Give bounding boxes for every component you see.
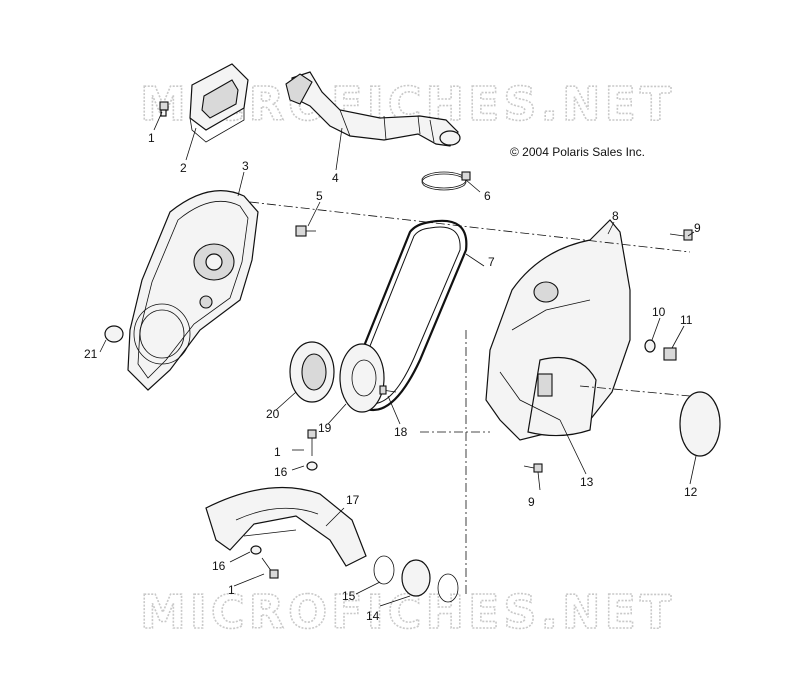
callout-8: 8 <box>612 209 619 223</box>
leader-lines <box>99 111 697 607</box>
assembly-line-right <box>579 385 691 397</box>
callout-21: 21 <box>84 347 98 361</box>
callout-1-middle: 1 <box>274 445 281 459</box>
part-boot-14 <box>401 559 431 597</box>
part-duct-boot <box>189 63 249 143</box>
part-clamp-15-left <box>373 555 395 585</box>
callout-16-middle: 16 <box>274 465 288 479</box>
part-bolt-9-top <box>669 229 693 241</box>
part-inner-cover <box>127 190 259 391</box>
part-nut-11 <box>663 347 677 361</box>
callout-1-top: 1 <box>148 131 155 145</box>
callout-6: 6 <box>484 189 491 203</box>
part-bolt-5 <box>295 225 316 237</box>
callout-15: 15 <box>342 589 356 603</box>
callout-10: 10 <box>652 305 666 319</box>
part-gasket-12 <box>679 391 721 457</box>
copyright-text: © 2004 Polaris Sales Inc. <box>510 145 645 159</box>
callout-20: 20 <box>266 407 280 421</box>
part-screw-1-lower <box>261 557 279 579</box>
callout-3: 3 <box>242 159 249 173</box>
callout-4: 4 <box>332 171 339 185</box>
part-hose-clamp <box>421 171 471 191</box>
part-screw-1-top <box>159 101 169 117</box>
assembly-line-top <box>249 201 691 253</box>
part-screw-1-middle <box>307 429 317 456</box>
part-washer-16-lower <box>250 545 262 555</box>
part-washer-16-middle <box>306 461 318 471</box>
part-screw-18 <box>379 385 397 395</box>
part-washer-10 <box>644 339 656 353</box>
callout-1-lower: 1 <box>228 583 235 597</box>
callout-2: 2 <box>180 161 187 175</box>
watermark-bottom: MICROFICHES.NET <box>140 585 675 639</box>
callout-5: 5 <box>316 189 323 203</box>
part-outer-cover <box>485 219 631 441</box>
callout-9-top: 9 <box>694 221 701 235</box>
callout-12: 12 <box>684 485 698 499</box>
part-plug-21 <box>104 325 124 343</box>
callout-17: 17 <box>346 493 360 507</box>
callout-13: 13 <box>580 475 594 489</box>
part-bearing-plate <box>339 343 385 413</box>
callout-7: 7 <box>488 255 495 269</box>
callout-14: 14 <box>366 609 380 623</box>
part-outlet-duct <box>205 486 367 567</box>
part-bolt-9-bottom <box>523 463 543 473</box>
callout-19: 19 <box>318 421 332 435</box>
part-intake-hose <box>285 71 461 147</box>
callout-16-lower: 16 <box>212 559 226 573</box>
callout-11: 11 <box>680 313 693 327</box>
part-seal-20 <box>289 341 335 403</box>
callout-18: 18 <box>394 425 408 439</box>
part-clamp-15-right <box>437 573 459 603</box>
callout-9-bottom: 9 <box>528 495 535 509</box>
